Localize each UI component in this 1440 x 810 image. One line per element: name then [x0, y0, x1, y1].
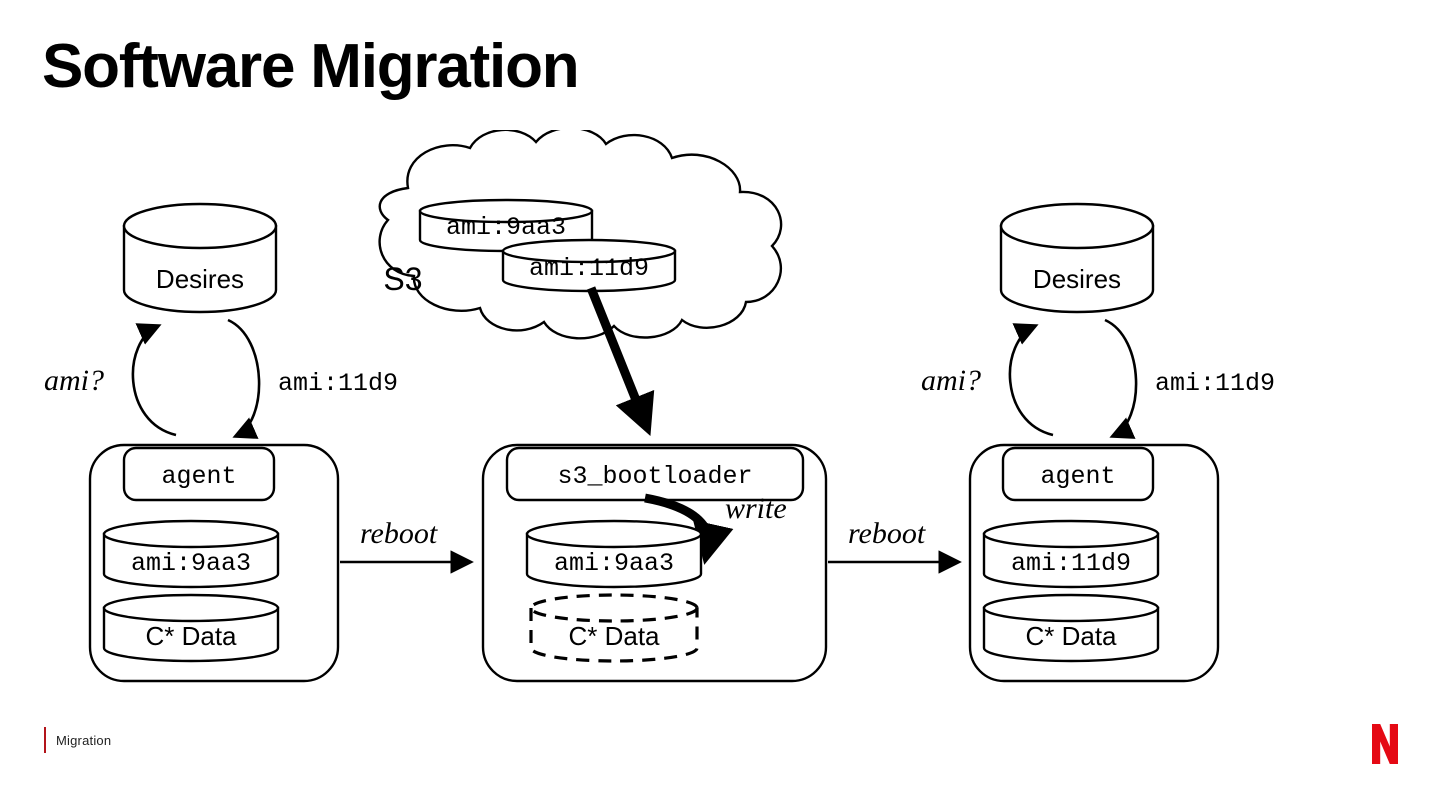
request-edge-right: [1008, 323, 1054, 437]
artifact-label: ami:9aa3: [446, 213, 566, 242]
transition-label: reboot: [360, 517, 438, 550]
response-edge-right: [1104, 318, 1138, 439]
request-label-left: ami?: [44, 364, 104, 397]
control-plane-desires-right[interactable]: Desires: [999, 202, 1155, 314]
volume-ami-left[interactable]: ami:9aa3: [102, 519, 280, 589]
write-label: write: [725, 492, 787, 525]
control-plane-label: Desires: [1033, 264, 1121, 294]
volume-label: C* Data: [145, 621, 237, 651]
control-plane-desires-left[interactable]: Desires: [122, 202, 278, 314]
volume-label: ami:9aa3: [554, 549, 674, 578]
stage-before[interactable]: Desires ami? ami:11d9 agent ami:9aa3: [44, 202, 398, 683]
volume-data-left[interactable]: C* Data: [102, 593, 280, 663]
volume-data-middle[interactable]: C* Data: [529, 593, 699, 663]
stage-bootloading[interactable]: s3_bootloader write ami:9aa3 C* Data: [481, 443, 828, 683]
migration-diagram: Desires ami? ami:11d9 agent ami:9aa3: [44, 130, 1275, 683]
process-agent-right[interactable]: agent: [1001, 446, 1155, 502]
volume-label: C* Data: [568, 621, 660, 651]
footer-rule: [44, 727, 46, 753]
transition-reboot-2[interactable]: reboot: [828, 517, 962, 574]
process-s3-bootloader[interactable]: s3_bootloader: [505, 446, 805, 502]
write-edge: [644, 493, 734, 565]
response-label-right: ami:11d9: [1155, 369, 1275, 398]
request-edge-left: [131, 323, 177, 437]
footer-label: Migration: [56, 732, 112, 748]
page-title: Software Migration: [42, 32, 580, 101]
cloud-label: S3: [383, 261, 422, 297]
process-label: s3_bootloader: [557, 462, 752, 491]
request-label-right: ami?: [921, 364, 981, 397]
control-plane-label: Desires: [156, 264, 244, 294]
volume-label: C* Data: [1025, 621, 1117, 651]
transition-reboot-1[interactable]: reboot: [340, 517, 474, 574]
process-label: agent: [161, 462, 236, 491]
stage-after[interactable]: Desires ami? ami:11d9 agent ami:11d9 C* …: [921, 202, 1275, 683]
volume-ami-right[interactable]: ami:11d9: [982, 519, 1160, 589]
footer: Migration: [44, 726, 111, 754]
volume-label: ami:9aa3: [131, 549, 251, 578]
volume-ami-middle[interactable]: ami:9aa3: [525, 519, 703, 589]
volume-data-right[interactable]: C* Data: [982, 593, 1160, 663]
transition-label: reboot: [848, 517, 926, 550]
cloud-s3[interactable]: S3 ami:9aa3 ami:11d9: [378, 130, 783, 340]
netflix-n-logo: [1372, 724, 1398, 764]
process-agent-left[interactable]: agent: [122, 446, 276, 502]
volume-label: ami:11d9: [1011, 549, 1131, 578]
response-edge-left: [227, 318, 261, 439]
download-edge: [586, 286, 655, 437]
artifact-label: ami:11d9: [529, 254, 649, 283]
process-label: agent: [1040, 462, 1115, 491]
artifact-ami-11d9[interactable]: ami:11d9: [501, 238, 677, 293]
response-label-left: ami:11d9: [278, 369, 398, 398]
